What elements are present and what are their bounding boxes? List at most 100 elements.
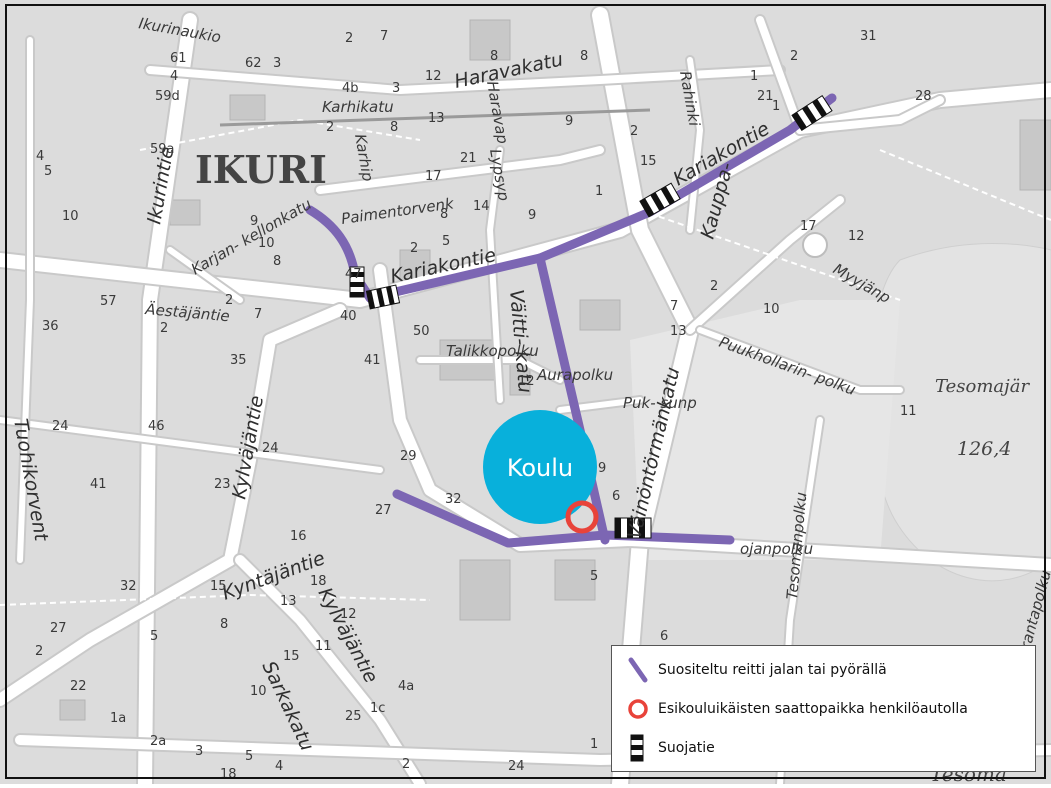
school-marker: Koulu <box>483 410 597 524</box>
svg-text:57: 57 <box>100 294 117 309</box>
legend-crossing-row: Suojatie <box>626 734 715 762</box>
svg-text:27: 27 <box>375 503 392 518</box>
svg-text:13: 13 <box>280 594 297 609</box>
svg-text:5: 5 <box>590 569 598 584</box>
street-puksunp: Puk- sunp <box>623 394 697 412</box>
elevation-label: 126,4 <box>957 438 1011 460</box>
svg-text:8: 8 <box>390 120 398 135</box>
svg-text:4: 4 <box>170 69 178 84</box>
svg-text:21: 21 <box>460 151 477 166</box>
svg-text:4: 4 <box>36 149 44 164</box>
legend-crossing-label: Suojatie <box>658 740 715 756</box>
svg-text:31: 31 <box>860 29 877 44</box>
svg-text:4: 4 <box>275 759 283 774</box>
legend-route-label: Suositeltu reitti jalan tai pyörällä <box>658 662 887 678</box>
svg-text:4b: 4b <box>342 81 359 96</box>
svg-text:15: 15 <box>640 154 657 169</box>
svg-text:3: 3 <box>195 744 203 759</box>
svg-text:28: 28 <box>915 89 932 104</box>
svg-text:9: 9 <box>565 114 573 129</box>
svg-text:8: 8 <box>490 49 498 64</box>
crossing-marker <box>791 94 833 132</box>
street-aurapolku: Aurapolku <box>536 366 613 384</box>
svg-text:8: 8 <box>220 617 228 632</box>
school-label: Koulu <box>507 454 573 482</box>
svg-text:10: 10 <box>763 302 780 317</box>
svg-text:1: 1 <box>590 737 598 752</box>
svg-text:2: 2 <box>326 120 334 135</box>
svg-text:25: 25 <box>345 709 362 724</box>
svg-text:2: 2 <box>402 757 410 772</box>
svg-text:3: 3 <box>392 81 400 96</box>
svg-text:32: 32 <box>120 579 137 594</box>
svg-text:5: 5 <box>150 629 158 644</box>
railway <box>219 108 651 127</box>
svg-text:7: 7 <box>254 307 262 322</box>
legend-dropoff-row: Esikouluikäisten saattopaikka henkilöaut… <box>626 695 968 723</box>
footpaths <box>0 118 1051 606</box>
svg-text:7: 7 <box>670 299 678 314</box>
svg-text:7: 7 <box>380 29 388 44</box>
svg-text:12: 12 <box>340 607 357 622</box>
svg-text:17: 17 <box>425 169 442 184</box>
svg-text:50: 50 <box>413 324 430 339</box>
svg-text:6: 6 <box>660 629 668 644</box>
svg-text:10: 10 <box>250 684 267 699</box>
svg-text:22: 22 <box>70 679 87 694</box>
svg-text:8: 8 <box>440 207 448 222</box>
svg-text:9: 9 <box>528 208 536 223</box>
svg-text:1c: 1c <box>370 701 385 716</box>
crossing-marker <box>349 266 365 298</box>
svg-text:2: 2 <box>225 293 233 308</box>
route-line-icon <box>626 656 650 684</box>
dropoff-circle-icon <box>626 695 650 723</box>
crosswalk-icon <box>626 734 650 762</box>
lake-label: Tesomajär <box>935 376 1030 397</box>
svg-text:5: 5 <box>442 234 450 249</box>
crossing-marker <box>614 517 652 539</box>
svg-text:29: 29 <box>400 449 417 464</box>
svg-text:47: 47 <box>345 267 362 282</box>
svg-text:24: 24 <box>508 759 525 774</box>
crossing-marker <box>365 284 401 310</box>
svg-text:12: 12 <box>848 229 865 244</box>
street-karhikatu: Karhikatu <box>322 98 394 116</box>
svg-text:2: 2 <box>790 49 798 64</box>
svg-text:40: 40 <box>340 309 357 324</box>
svg-text:2: 2 <box>35 644 43 659</box>
svg-text:24: 24 <box>262 441 279 456</box>
svg-text:1: 1 <box>595 184 603 199</box>
svg-text:15: 15 <box>283 649 300 664</box>
svg-text:46: 46 <box>148 419 165 434</box>
crossings <box>349 94 833 539</box>
svg-text:21: 21 <box>757 89 774 104</box>
svg-text:5: 5 <box>245 749 253 764</box>
svg-text:12: 12 <box>425 69 442 84</box>
map-frame <box>5 4 1046 779</box>
svg-text:27: 27 <box>50 621 67 636</box>
park-block <box>630 300 900 560</box>
svg-text:4a: 4a <box>398 679 414 694</box>
svg-text:11: 11 <box>900 404 917 419</box>
svg-text:10: 10 <box>62 209 79 224</box>
dropoff-marker <box>565 500 599 534</box>
roundabout <box>802 232 828 258</box>
street-ojanpolku: ojanpolku <box>740 540 813 558</box>
svg-text:59d: 59d <box>155 89 180 104</box>
svg-text:3: 3 <box>273 56 281 71</box>
svg-text:8: 8 <box>580 49 588 64</box>
svg-text:2: 2 <box>630 124 638 139</box>
svg-text:13: 13 <box>670 324 687 339</box>
crossing-marker <box>639 182 681 218</box>
legend-dropoff-label: Esikouluikäisten saattopaikka henkilöaut… <box>658 701 968 717</box>
svg-text:8: 8 <box>273 254 281 269</box>
district-label: IKURI <box>195 147 327 192</box>
svg-text:9: 9 <box>598 461 606 476</box>
svg-text:2a: 2a <box>150 734 166 749</box>
svg-text:24: 24 <box>52 419 69 434</box>
svg-text:1: 1 <box>750 69 758 84</box>
svg-text:61: 61 <box>170 51 187 66</box>
svg-text:41: 41 <box>364 353 381 368</box>
